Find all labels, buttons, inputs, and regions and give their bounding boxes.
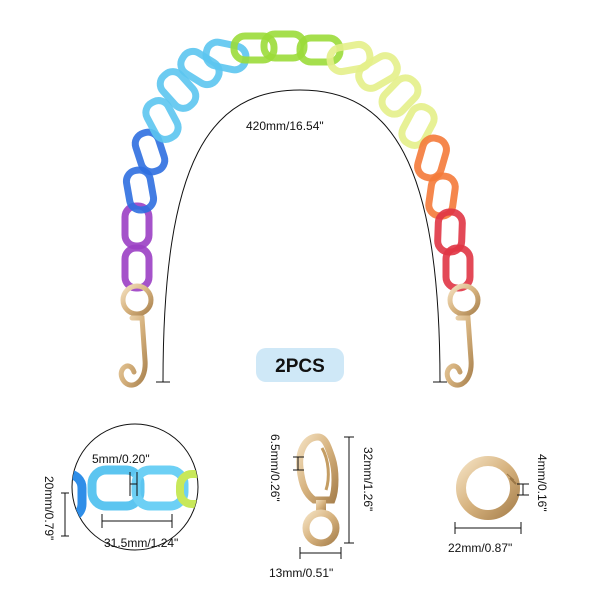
detail-links [72, 465, 198, 523]
quantity-badge [256, 348, 344, 382]
link-gap-label: 5mm/0.20" [92, 452, 150, 466]
length-arc [162, 89, 441, 383]
chain-links [121, 30, 474, 292]
chain-link [398, 103, 438, 149]
swivel-clasp [296, 433, 340, 547]
strap-length-label: 420mm/16.54" [246, 119, 324, 133]
left-end-hardware [118, 283, 154, 388]
ring-diameter-label: 22mm/0.87" [448, 541, 512, 555]
chain-link [355, 52, 401, 92]
chain-link [142, 97, 182, 143]
clasp-ring-size-label: 6.5mm/0.26" [268, 434, 282, 502]
chain-link [131, 128, 169, 176]
quantity-badge-label: 2PCS [275, 356, 325, 377]
chain-link [122, 166, 158, 214]
spring-ring [456, 456, 520, 520]
ring-thickness-label: 4mm/0.16" [535, 454, 549, 512]
chain-link [378, 74, 422, 118]
link-length-label: 31.5mm/1.24" [104, 536, 178, 550]
right-end-hardware [444, 283, 481, 388]
clasp-length-label: 32mm/1.26" [361, 447, 375, 511]
chain-link [326, 40, 374, 76]
chain-link [414, 134, 450, 182]
chain-link [442, 244, 474, 292]
clasp-width-label: 13mm/0.51" [269, 566, 333, 580]
chain-link [156, 68, 200, 112]
chain-link [121, 244, 153, 292]
chain-link [230, 32, 278, 64]
link-width-label: 20mm/0.79" [42, 476, 56, 540]
